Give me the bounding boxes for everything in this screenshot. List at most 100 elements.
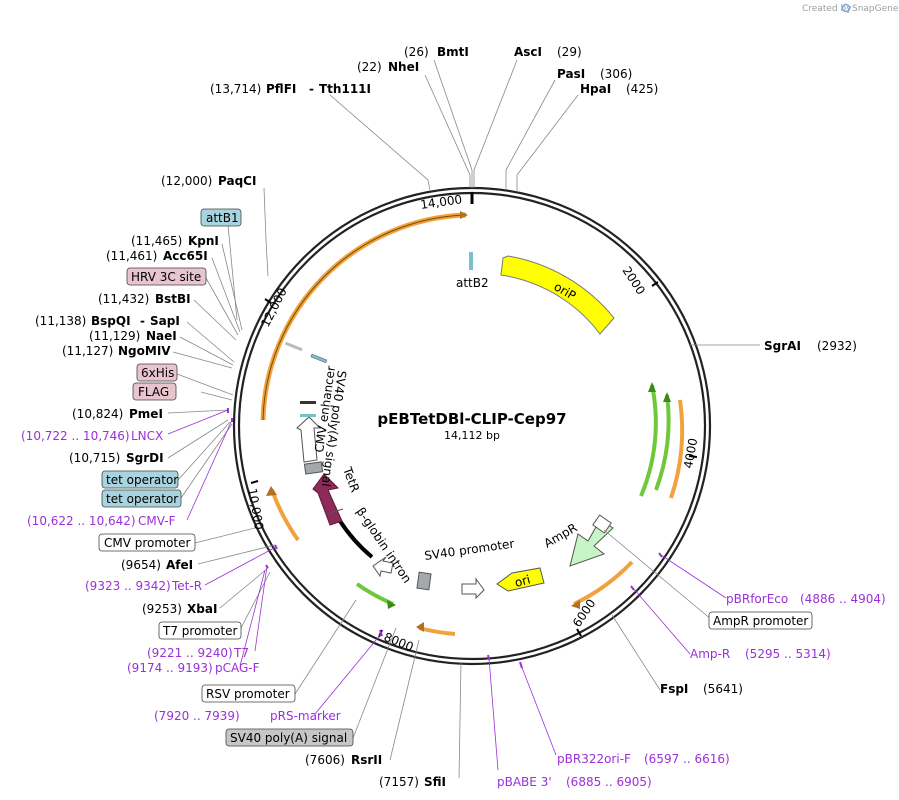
- pbr322-name[interactable]: pBR322ori-F: [557, 752, 631, 766]
- tick-2000: [651, 281, 659, 287]
- attb1-mark: [310, 353, 328, 364]
- sgrdi-pos: (10,715): [69, 451, 120, 465]
- kpni-name[interactable]: KpnI: [188, 234, 219, 248]
- hrv-label: HRV 3C site: [131, 270, 201, 284]
- snapgene-logo: SnapGene: [841, 3, 899, 14]
- pbabe-name[interactable]: pBABE 3': [497, 775, 552, 789]
- attb1-label: attB1: [206, 211, 239, 225]
- his-box[interactable]: [136, 363, 178, 382]
- sv40-promoter-label: SV40 promoter: [423, 536, 515, 562]
- sfii-name[interactable]: SfiI: [424, 775, 446, 789]
- leader-ampr-promoter: [603, 529, 713, 621]
- nhei-name[interactable]: NheI: [388, 60, 419, 74]
- lncx-name[interactable]: LNCX: [131, 429, 163, 443]
- rsv-promoter-label: RSV promoter: [206, 687, 290, 701]
- sv40-pa-box-label[interactable]: [225, 728, 354, 747]
- tick-label-4000: 4000: [681, 437, 700, 470]
- afei-pos: (9654): [121, 558, 161, 572]
- attb2-label: attB2: [456, 276, 489, 290]
- orange-feature-arc-right: [669, 399, 685, 499]
- naei-name[interactable]: NaeI: [146, 329, 177, 343]
- leader-tetr-primer: [204, 546, 277, 586]
- green-feature-arc-2: [654, 394, 671, 491]
- asci-name[interactable]: AscI: [514, 45, 542, 59]
- tetr-primer-name[interactable]: Tet-R: [171, 579, 202, 593]
- cmv-promoter-label: CMV promoter: [104, 536, 191, 550]
- tick-12000: [264, 298, 272, 304]
- pcag-name[interactable]: pCAG-F: [215, 661, 260, 675]
- orange-feature-arc-br: [573, 560, 634, 606]
- ampr-promoter-label: AmpR promoter: [713, 614, 808, 628]
- prs-name[interactable]: pRS-marker: [270, 709, 341, 723]
- green-feature-arc-1: [639, 384, 658, 497]
- sfii-pos: (7157): [379, 775, 419, 789]
- pbrforeco-name[interactable]: pBRforEco: [726, 592, 788, 606]
- paqci-pos: (12,000): [161, 174, 212, 188]
- snapgene-icon: [841, 3, 851, 13]
- t7-promoter-box[interactable]: [158, 621, 242, 640]
- beta-globin-label: β-globin intron: [354, 505, 415, 586]
- sgrai-pos: (2932): [817, 339, 857, 353]
- tet-operator-box-2[interactable]: [101, 489, 182, 508]
- pmei-name[interactable]: PmeI: [129, 407, 163, 421]
- hpai-pos: (425): [626, 82, 658, 96]
- t7-name[interactable]: T7: [233, 646, 249, 660]
- rsrii-name[interactable]: RsrII: [351, 753, 382, 767]
- cmv-promoter-box[interactable]: [98, 533, 196, 552]
- bstbi-name[interactable]: BstBI: [155, 292, 191, 306]
- orange-arrow-head-ll: [266, 486, 277, 496]
- leader-pflfi: [329, 94, 431, 191]
- bspqi-name[interactable]: BspQI: [91, 314, 131, 328]
- rsv-promoter-box[interactable]: [201, 684, 296, 703]
- plasmid-name: pEBTetDBl-CLIP-Cep97: [377, 410, 566, 428]
- bmti-name[interactable]: BmtI: [437, 45, 469, 59]
- bstbi-pos: (11,432): [98, 292, 149, 306]
- cmvf-name[interactable]: CMV-F: [138, 514, 176, 528]
- hrv-box[interactable]: [126, 267, 207, 286]
- bspqi-pos: (11,138): [35, 314, 86, 328]
- flag-box[interactable]: [132, 382, 177, 401]
- orange-feature-arc-left-line: [262, 214, 467, 421]
- hpai-name[interactable]: HpaI: [580, 82, 611, 96]
- ngomiv-name[interactable]: NgoMIV: [118, 344, 171, 358]
- leader-pbr322: [520, 664, 557, 756]
- leader-afei: [197, 544, 276, 565]
- ampr-primer-name[interactable]: Amp-R: [690, 647, 730, 661]
- leader-fspi: [611, 614, 661, 691]
- attb1-box[interactable]: [200, 208, 242, 227]
- tet-operator-box-1[interactable]: [101, 470, 179, 489]
- xbai-name[interactable]: XbaI: [187, 602, 217, 616]
- pflfi-name[interactable]: PflFI: [266, 82, 296, 96]
- pbabe-range: (6885 .. 6905): [566, 775, 652, 789]
- attb2-mark: [469, 252, 473, 270]
- tth111i-dash: -: [309, 82, 314, 96]
- acc65i-name[interactable]: Acc65I: [163, 249, 208, 263]
- leader-sv40pa: [352, 627, 397, 739]
- leader-sfii: [458, 661, 462, 779]
- fspi-name[interactable]: FspI: [660, 682, 688, 696]
- tth111i-name[interactable]: Tth111I: [319, 82, 371, 96]
- leader-asci: [473, 59, 518, 188]
- leader-hrv: [205, 277, 239, 336]
- sapi-name[interactable]: SapI: [150, 314, 180, 328]
- leader-acc65i: [211, 257, 241, 333]
- prs-mark: [379, 629, 383, 637]
- pasi-name[interactable]: PasI: [557, 67, 585, 81]
- sgrai-name[interactable]: SgrAI: [764, 339, 801, 353]
- paqci-name[interactable]: PaqCI: [218, 174, 256, 188]
- beta-globin-intron-arc: [338, 519, 374, 559]
- leader-pbrforeco: [660, 554, 727, 599]
- orange-feature-arc-ll: [270, 489, 300, 542]
- afei-name[interactable]: AfeI: [166, 558, 193, 572]
- sgrdi-name[interactable]: SgrDI: [126, 451, 164, 465]
- leader-ampr-primer: [632, 587, 691, 655]
- tick-label-12000: 12,000: [258, 286, 290, 330]
- flag-mark: [300, 401, 316, 404]
- prs-range: (7920 .. 7939): [154, 709, 240, 723]
- bmti-pos: (26): [404, 45, 429, 59]
- leader-pbabe: [488, 657, 499, 771]
- leader-prs: [314, 633, 382, 715]
- leader-cmvp: [194, 527, 256, 544]
- ampr-promoter-box-label[interactable]: [708, 611, 813, 630]
- pflfi-pos: (13,714): [210, 82, 261, 96]
